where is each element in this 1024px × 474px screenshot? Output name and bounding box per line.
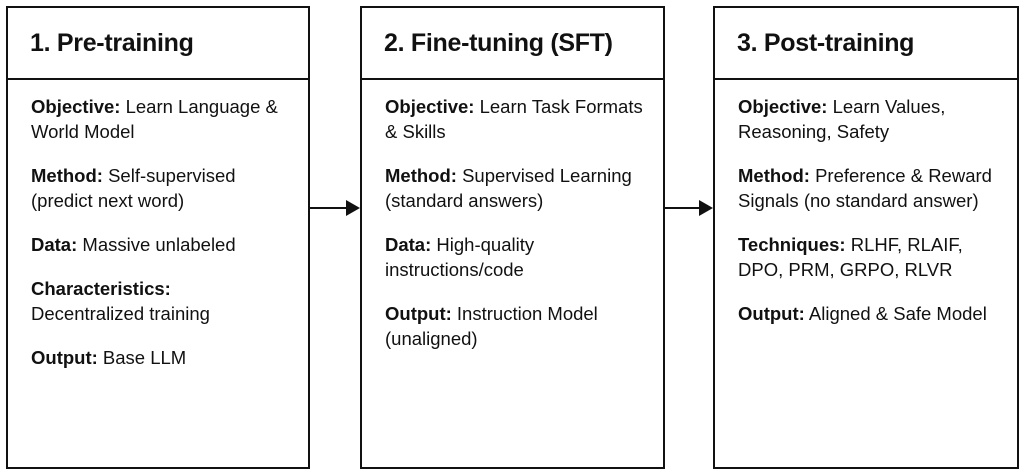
stage-box-finetuning: 2. Fine-tuning (SFT) Objective: Learn Ta… <box>360 6 665 469</box>
entry-text: Learn Values, Reasoning, Safety <box>738 96 946 142</box>
stage-body: Objective: Learn Language & World Model … <box>8 80 308 370</box>
entry-label: Data: <box>385 234 432 255</box>
entry-label: Objective: <box>385 96 475 117</box>
entry-text: Base LLM <box>102 347 187 368</box>
stage-box-posttraining: 3. Post-training Objective: Learn Values… <box>713 6 1019 469</box>
entry-label: Method: <box>31 165 103 186</box>
entry-text: Self-supervised (predict next word) <box>31 165 236 211</box>
method-entry: Method: Self-supervised (predict next wo… <box>31 163 290 213</box>
entry-text: Aligned & Safe Model <box>808 303 987 324</box>
stage-header: 1. Pre-training <box>8 8 308 80</box>
entry-text: Supervised Learning (standard answers) <box>385 165 632 211</box>
entry-text: Massive unlabeled <box>82 234 236 255</box>
entry-label: Characteristics: <box>31 278 171 299</box>
entry-label: Method: <box>738 165 810 186</box>
entry-text: High-quality instructions/code <box>385 234 535 280</box>
entry-text: RLHF, RLAIF, DPO, PRM, GRPO, RLVR <box>738 234 963 280</box>
arrow-shaft <box>310 207 348 209</box>
entry-text: Preference & Reward Signals (no standard… <box>738 165 992 211</box>
characteristics-entry: Characteristics: Decentralized training <box>31 276 290 326</box>
stage-body: Objective: Learn Task Formats & Skills M… <box>362 80 663 351</box>
entry-text: Instruction Model (unaligned) <box>385 303 598 349</box>
entry-label: Data: <box>31 234 78 255</box>
stage-box-pretraining: 1. Pre-training Objective: Learn Languag… <box>6 6 310 469</box>
entry-label: Output: <box>738 303 805 324</box>
objective-entry: Objective: Learn Task Formats & Skills <box>385 94 645 144</box>
arrow-head <box>346 200 360 216</box>
entry-text: Learn Task Formats & Skills <box>385 96 643 142</box>
output-entry: Output: Aligned & Safe Model <box>738 301 999 326</box>
objective-entry: Objective: Learn Values, Reasoning, Safe… <box>738 94 999 144</box>
techniques-entry: Techniques: RLHF, RLAIF, DPO, PRM, GRPO,… <box>738 232 999 282</box>
data-entry: Data: Massive unlabeled <box>31 232 290 257</box>
entry-label: Output: <box>31 347 98 368</box>
arrow-head <box>699 200 713 216</box>
entry-label: Techniques: <box>738 234 846 255</box>
entry-text: Learn Language & World Model <box>31 96 278 142</box>
stage-header: 2. Fine-tuning (SFT) <box>362 8 663 80</box>
stage-title: 1. Pre-training <box>30 28 194 57</box>
stage-title: 2. Fine-tuning (SFT) <box>384 28 613 57</box>
entry-label: Method: <box>385 165 457 186</box>
entry-text: Decentralized training <box>31 303 210 324</box>
data-entry: Data: High-quality instructions/code <box>385 232 645 282</box>
method-entry: Method: Preference & Reward Signals (no … <box>738 163 999 213</box>
entry-label: Objective: <box>31 96 121 117</box>
entry-label: Output: <box>385 303 452 324</box>
stage-title: 3. Post-training <box>737 28 915 57</box>
objective-entry: Objective: Learn Language & World Model <box>31 94 290 144</box>
output-entry: Output: Instruction Model (unaligned) <box>385 301 645 351</box>
entry-label: Objective: <box>738 96 828 117</box>
stage-body: Objective: Learn Values, Reasoning, Safe… <box>715 80 1017 326</box>
method-entry: Method: Supervised Learning (standard an… <box>385 163 645 213</box>
flow-arrow <box>310 200 360 216</box>
output-entry: Output: Base LLM <box>31 345 290 370</box>
flow-arrow <box>665 200 713 216</box>
arrow-shaft <box>665 207 701 209</box>
stage-header: 3. Post-training <box>715 8 1017 80</box>
